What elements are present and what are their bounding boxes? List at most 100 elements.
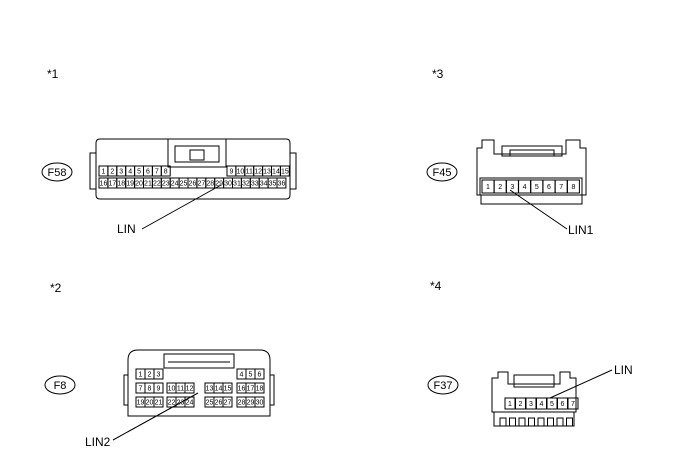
pin-number: 29	[247, 400, 255, 407]
pin-number: 17	[108, 181, 116, 188]
connector-code-badge	[426, 162, 458, 182]
pin-number: 6	[561, 401, 565, 408]
housing-tooth	[547, 417, 554, 427]
housing-tooth	[509, 417, 516, 427]
pin-cell	[153, 382, 164, 394]
connector-code: F8	[54, 380, 67, 392]
pin-number: 24	[171, 181, 179, 188]
pin-number: 34	[260, 181, 268, 188]
housing-ledge	[289, 152, 297, 190]
pin-number: 21	[144, 181, 152, 188]
pin-number: 15	[281, 169, 289, 176]
callout-leader	[509, 189, 568, 230]
housing-tooth	[556, 417, 564, 427]
pin-number: 20	[135, 181, 143, 188]
housing-tooth	[518, 417, 526, 427]
pin-number: 13	[263, 169, 271, 176]
pin-number: 12	[186, 386, 194, 393]
pin-number: 7	[139, 386, 143, 393]
pin-cell	[566, 179, 580, 194]
pin-cell	[184, 396, 195, 408]
pin-number: 19	[137, 400, 145, 407]
callout-label: LIN2	[85, 435, 111, 449]
note-connector-3: *3	[432, 67, 444, 81]
note-connector-4: *4	[430, 279, 442, 293]
pin-number: 36	[278, 181, 286, 188]
pin-cell	[254, 382, 265, 394]
pin-number: 24	[186, 400, 194, 407]
pin-number: 6	[258, 372, 262, 379]
pin-number: 22	[168, 400, 176, 407]
pin-number: 4	[128, 169, 132, 176]
pin-number: 5	[550, 401, 554, 408]
pin-cell	[254, 368, 265, 380]
lock-latch	[163, 353, 235, 369]
pin-number: 27	[197, 181, 205, 188]
pin-cell	[567, 397, 579, 410]
pin-cell	[153, 368, 164, 380]
housing-tooth	[528, 417, 535, 427]
pin-number: 14	[215, 386, 223, 393]
pin-number: 8	[571, 184, 575, 191]
pin-number: 28	[206, 181, 214, 188]
pin-number: 30	[256, 400, 264, 407]
pin-number: 3	[510, 184, 514, 191]
pin-number: 11	[246, 169, 253, 176]
pin-cell	[279, 165, 290, 177]
pin-number: 5	[535, 184, 539, 191]
connector-code: F45	[433, 167, 452, 179]
pin-number: 10	[236, 169, 244, 176]
pin-number: 25	[180, 181, 188, 188]
housing-base	[480, 194, 583, 205]
pin-number: 29	[215, 181, 223, 188]
housing-ledge	[89, 152, 97, 190]
pin-number: 3	[157, 372, 161, 379]
pin-number: 23	[162, 181, 170, 188]
pin-number: 9	[157, 386, 161, 393]
connector-housing	[127, 349, 271, 417]
pin-number: 4	[240, 372, 244, 379]
connector-code: F37	[434, 380, 453, 392]
pin-number: 20	[146, 400, 154, 407]
pin-number: 15	[224, 386, 232, 393]
lock-latch-inner	[509, 149, 555, 157]
pin-number: 27	[224, 400, 232, 407]
pin-number: 18	[256, 386, 264, 393]
pin-number: 4	[523, 184, 527, 191]
callout-label: LIN1	[568, 223, 594, 237]
pin-number: 1	[508, 401, 512, 408]
pin-cell	[254, 396, 265, 408]
pin-number: 3	[529, 401, 533, 408]
callout-label: LIN	[117, 222, 136, 236]
callout-leader	[141, 184, 222, 230]
pin-number: 3	[119, 169, 123, 176]
housing-tooth	[566, 417, 573, 427]
lock-latch	[167, 138, 227, 168]
pin-number: 5	[249, 372, 253, 379]
housing-ledge	[269, 374, 275, 406]
pin-number: 19	[126, 181, 134, 188]
pin-number: 26	[215, 400, 223, 407]
pin-number: 21	[155, 400, 163, 407]
pin-number: 25	[206, 400, 214, 407]
pin-cell	[153, 396, 164, 408]
housing-tooth	[537, 417, 545, 427]
pin-number: 6	[547, 184, 551, 191]
note-connector-2: *2	[50, 281, 62, 295]
pin-number: 9	[229, 169, 233, 176]
pin-number: 1	[486, 184, 490, 191]
pin-number: 31	[233, 181, 241, 188]
connector-housing	[491, 371, 577, 413]
connector-code-badge	[427, 375, 459, 395]
pin-cell	[222, 382, 233, 394]
pin-number: 30	[224, 181, 232, 188]
pin-number: 18	[117, 181, 125, 188]
